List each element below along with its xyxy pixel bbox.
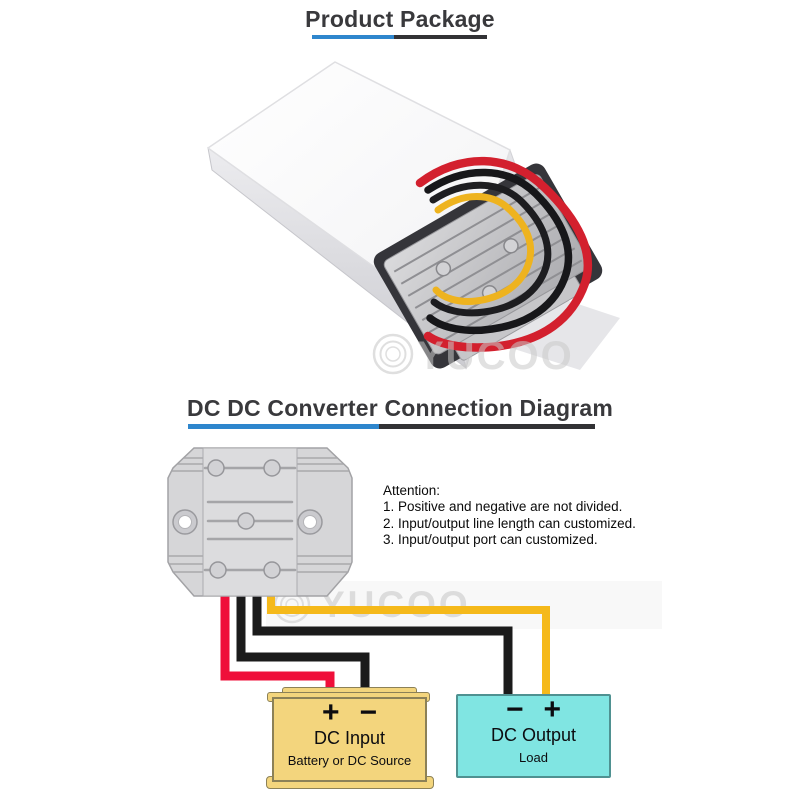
yellow-wire (267, 594, 550, 700)
title-underline (312, 35, 487, 39)
photo-watermark-text: YUCOO (417, 334, 574, 378)
attention-item: 1. Positive and negative are not divided… (383, 499, 623, 515)
minus-sign: − (505, 693, 524, 726)
attention-heading: Attention: (383, 483, 441, 498)
dc-input-box: + − DC Input Battery or DC Source (266, 687, 434, 789)
polarity-signs: − + (505, 693, 562, 726)
attention-item: 3. Input/output port can customized. (383, 532, 598, 548)
black-wire-output (252, 594, 513, 700)
black-wire2-photo (429, 181, 552, 317)
photo-watermark: YUCOO (372, 333, 574, 378)
underline-dark (394, 35, 487, 39)
product-photo: YUCOO (207, 61, 620, 378)
red-wire (220, 594, 335, 694)
converter-screws (207, 459, 281, 579)
battery-body: + − DC Input Battery or DC Source (272, 697, 427, 782)
plus-sign: + (543, 693, 562, 726)
diagram-underline (188, 424, 595, 429)
plus-sign: + (321, 696, 340, 729)
attention-notes: Attention: 1. Positive and negative are … (383, 483, 636, 549)
black-wire-photo (424, 168, 573, 335)
coiled-wires (415, 156, 593, 352)
dc-input-label: DC Input (313, 728, 386, 748)
dc-output-box: − + DC Output Load (456, 694, 611, 778)
polarity-signs: + − (321, 696, 378, 729)
dc-output-label: DC Output (490, 725, 577, 745)
yellow-wire-photo (432, 193, 535, 305)
page-title: Product Package (305, 6, 495, 32)
red-wire-photo (415, 156, 593, 352)
minus-sign: − (359, 696, 378, 729)
underline-accent (312, 35, 395, 39)
connection-wires (220, 594, 550, 700)
diagram-title: DC DC Converter Connection Diagram (187, 395, 613, 421)
converter-top-view (167, 447, 353, 597)
underline-accent (188, 424, 380, 429)
black-wire-input (236, 594, 370, 694)
dc-output-sublabel: Load (519, 750, 548, 765)
dc-input-sublabel: Battery or DC Source (287, 753, 412, 768)
load-body: − + DC Output Load (456, 694, 611, 778)
mounting-holes (172, 509, 323, 535)
underline-dark (379, 424, 595, 429)
watermark-text: YUCOO (320, 584, 471, 625)
attention-item: 2. Input/output line length can customiz… (383, 515, 636, 531)
screws (435, 238, 519, 301)
